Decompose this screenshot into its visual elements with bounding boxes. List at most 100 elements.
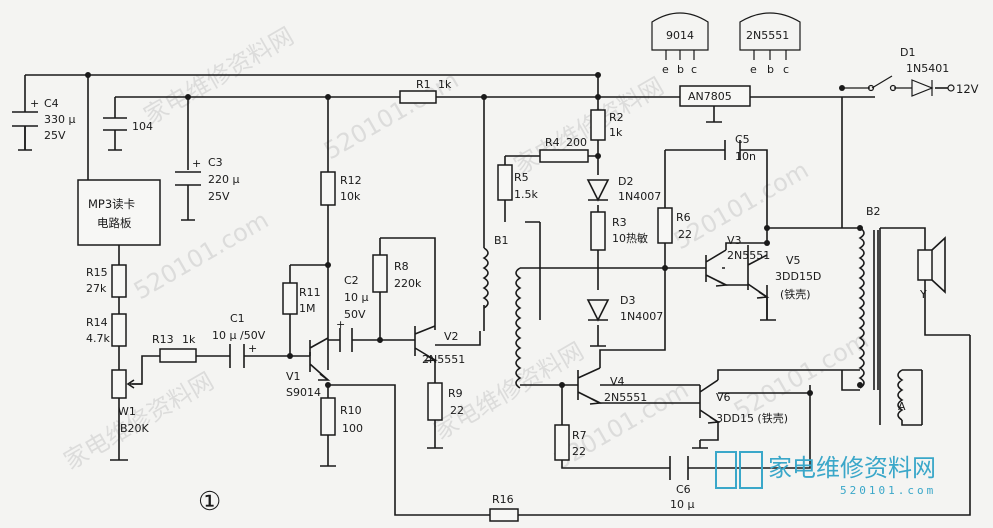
coil-a: A — [897, 369, 922, 426]
r13-ref: R13 — [152, 333, 174, 346]
d1-value: 1N5401 — [906, 62, 949, 75]
v1-value: S9014 — [286, 386, 321, 399]
r2-ref: R2 — [609, 111, 624, 124]
svg-text:+: + — [248, 342, 257, 355]
capacitor-c2: + C2 10 μ 50V — [336, 274, 369, 352]
c1-ref: C1 — [230, 312, 245, 325]
c104-value: 104 — [132, 120, 153, 133]
r12-ref: R12 — [340, 174, 362, 187]
brand-url: 520101.com — [840, 484, 936, 497]
resistor-r7: R7 22 — [554, 424, 587, 461]
v5-value: 3DD15D — [775, 270, 821, 283]
transistor-v4: V4 2N5551 — [577, 268, 666, 405]
pinout-9014-pin-b: b — [677, 63, 684, 76]
transistor-v1: V1 S9014 — [286, 337, 331, 399]
resistor-r5: R5 1.5k — [497, 164, 538, 201]
r13-value: 1k — [182, 333, 196, 346]
mp3-board: MP3读卡 电路板 — [77, 179, 161, 246]
diode-d3: D3 1N4007 — [586, 294, 663, 347]
resistor-r9: R9 22 — [427, 382, 464, 421]
svg-text:+: + — [336, 318, 345, 331]
resistor-r13: R13 1k — [152, 333, 197, 363]
r9-ref: R9 — [448, 387, 463, 400]
diode-d1: D1 1N5401 — [900, 46, 949, 97]
resistor-r16: R16 — [489, 493, 519, 522]
r2-value: 1k — [609, 126, 623, 139]
b1-ref: B1 — [494, 234, 509, 247]
potentiometer-w1: W1 B20K — [110, 369, 150, 461]
capacitor-c4: + C4 330 μ 25V — [12, 97, 76, 151]
w1-value: B20K — [120, 422, 150, 435]
r3-value: 10热敏 — [612, 231, 648, 245]
svg-text:+: + — [192, 157, 201, 170]
w1-ref: W1 — [118, 405, 136, 418]
transistor-v2: V2 2N5551 — [414, 325, 465, 366]
transistor-v6: V6 3DD15 (铁壳) — [600, 379, 788, 441]
c1-value: 10 μ /50V — [212, 329, 266, 342]
resistor-r1: R1 1k — [399, 78, 452, 104]
regulator-an7805: AN7805 — [679, 85, 751, 107]
junctions — [85, 72, 863, 396]
watermark-3: 家电维修资料网 — [509, 72, 668, 180]
c4-ref: C4 — [44, 97, 59, 110]
r11-value: 1M — [299, 302, 316, 315]
c4-value: 330 μ — [44, 113, 76, 126]
v4-ref: V4 — [610, 375, 625, 388]
r11-ref: R11 — [299, 286, 321, 299]
d2-ref: D2 — [618, 175, 633, 188]
resistor-r12: R12 10k — [320, 171, 362, 206]
watermark-9: 520101.com — [729, 326, 873, 426]
an7805-label: AN7805 — [688, 90, 732, 103]
capacitor-c1: + C1 10 μ /50V — [212, 312, 266, 368]
r8-ref: R8 — [394, 260, 409, 273]
v6-value: 3DD15 (铁壳) — [716, 411, 788, 425]
transistor-v3: V3 2N5551 — [705, 234, 770, 287]
c6-value: 10 μ — [670, 498, 695, 511]
pinout-2n5551-pin-e: e — [750, 63, 757, 76]
transistor-v5: V5 3DD15D (铁壳) — [726, 254, 821, 320]
power-switch — [842, 75, 905, 92]
r16-ref: R16 — [492, 493, 514, 506]
mp3-board-line2: 电路板 — [97, 216, 132, 230]
brand-name: 家电维修资料网 — [768, 454, 936, 482]
pinout-2n5551-pin-c: c — [783, 63, 789, 76]
r15-value: 27k — [86, 282, 107, 295]
v4-value: 2N5551 — [604, 391, 647, 404]
resistor-r8: R8 220k — [372, 254, 422, 293]
resistor-r11: R11 1M — [282, 282, 321, 315]
r4-value: 200 — [566, 136, 587, 149]
capacitor-c5: C5 10n — [724, 133, 756, 163]
d3-value: 1N4007 — [620, 310, 663, 323]
resistor-r2: R2 1k — [590, 109, 624, 141]
resistor-r10: R10 100 — [320, 397, 363, 436]
r7-value: 22 — [572, 445, 586, 458]
speaker-icon: Y — [917, 236, 946, 301]
pinout-9014-pin-e: e — [662, 63, 669, 76]
figure-number: ① — [198, 487, 221, 517]
r14-ref: R14 — [86, 316, 108, 329]
v2-value: 2N5551 — [422, 353, 465, 366]
pinout-9014-label: 9014 — [666, 29, 694, 42]
diode-d2: D2 1N4007 — [586, 175, 661, 203]
b2-ref: B2 — [866, 205, 881, 218]
capacitor-c6: C6 10 μ — [669, 456, 695, 511]
c6-ref: C6 — [676, 483, 691, 496]
c5-ref: C5 — [735, 133, 750, 146]
r4-ref: R4 — [545, 136, 560, 149]
resistor-r4: R4 200 — [539, 136, 589, 163]
r5-value: 1.5k — [514, 188, 538, 201]
resistor-r6: R6 22 — [657, 207, 692, 244]
r12-value: 10k — [340, 190, 361, 203]
transformer-b1: B1 — [482, 234, 522, 389]
d3-ref: D3 — [620, 294, 635, 307]
capacitor-104: 104 — [103, 117, 153, 151]
r15-ref: R15 — [86, 266, 108, 279]
d2-value: 1N4007 — [618, 190, 661, 203]
r10-value: 100 — [342, 422, 363, 435]
resistor-r14: R14 4.7k — [86, 313, 127, 347]
pinout-2n5551-pin-b: b — [767, 63, 774, 76]
v5-note: (铁壳) — [780, 287, 811, 301]
c2-voltage: 50V — [344, 308, 366, 321]
pinout-2n5551: 2N5551 e b c — [739, 12, 801, 76]
